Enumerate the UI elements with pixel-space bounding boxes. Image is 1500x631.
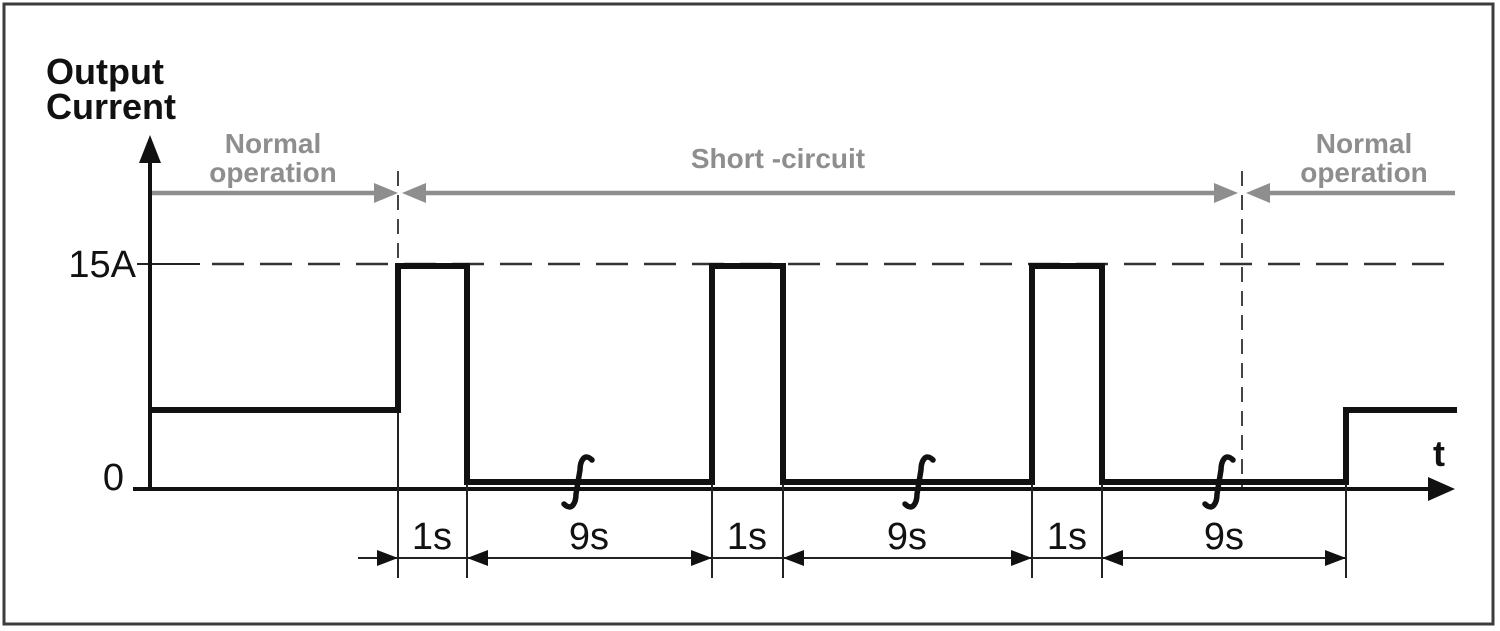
dim-label-9s: 9s <box>569 516 609 558</box>
break-squiggle-icon <box>561 454 595 510</box>
axis-break-marks <box>561 454 1236 510</box>
output-current-waveform <box>152 263 1457 485</box>
dim-arrowhead-left-icon <box>1102 550 1123 566</box>
dim-arrowhead-right-icon <box>1011 550 1032 566</box>
x-axis-label-t: t <box>1433 433 1445 474</box>
dim-arrowhead-right-icon <box>1325 550 1346 566</box>
dim-arrowhead-left-icon <box>783 550 804 566</box>
dim-label-1s: 1s <box>412 516 452 558</box>
short-circuit-arrowhead-left-icon <box>402 183 426 203</box>
y-axis-title-line2: Current <box>46 86 176 127</box>
phase-label-normal-left-line2: operation <box>209 157 337 188</box>
dim-arrowhead-right-icon <box>377 550 398 566</box>
phase-label-short-circuit: Short -circuit <box>691 143 865 174</box>
y-axis-title-line1: Output <box>46 51 164 92</box>
dim-arrowhead-right-icon <box>691 550 712 566</box>
phase-label-normal-right-line2: operation <box>1300 157 1428 188</box>
y-tick-label-0: 0 <box>103 457 124 499</box>
phase-label-normal-left-line1: Normal <box>225 128 321 159</box>
dim-arrowhead-left-icon <box>467 550 488 566</box>
break-squiggle-icon <box>902 454 936 510</box>
y-axis-arrowhead-icon <box>139 135 161 163</box>
normal-right-arrowhead-left-icon <box>1246 183 1270 203</box>
dim-label-1s: 1s <box>1047 516 1087 558</box>
dimension-extension-lines <box>397 413 1347 578</box>
dim-label-9s: 9s <box>887 516 927 558</box>
dim-label-1s: 1s <box>727 516 767 558</box>
short-circuit-arrowhead-right-icon <box>1214 183 1238 203</box>
break-squiggle-icon <box>1202 454 1236 510</box>
phase-arrows <box>152 183 1455 203</box>
x-axis-arrowhead-icon <box>1428 477 1455 501</box>
phase-label-normal-right-line1: Normal <box>1316 128 1412 159</box>
dim-label-9s: 9s <box>1204 516 1244 558</box>
dimension-labels: 1s 9s 1s 9s 1s 9s <box>412 516 1244 558</box>
y-tick-label-15a: 15A <box>68 244 136 286</box>
dimension-line-group <box>358 550 1346 566</box>
normal-left-arrowhead-right-icon <box>374 183 398 203</box>
